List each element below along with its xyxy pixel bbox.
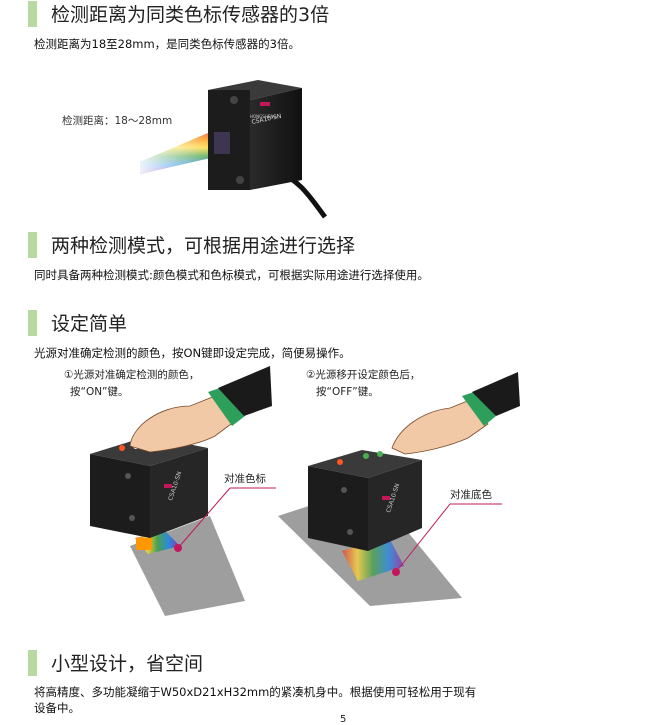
color-mark-orange bbox=[136, 538, 152, 550]
sensor-side bbox=[250, 88, 302, 190]
accent-bar bbox=[28, 231, 37, 258]
indicator-led-icon bbox=[377, 451, 383, 457]
distance-label: 检测距离：18～28mm bbox=[62, 114, 172, 127]
sensor-side bbox=[150, 448, 208, 538]
sensor-distance-figure: 检测距离：18～28mm HONGSHENG CSA10-SN bbox=[40, 62, 400, 222]
screw-icon bbox=[125, 473, 131, 479]
sleeve bbox=[218, 366, 272, 416]
indicator-led-icon bbox=[337, 459, 343, 465]
brand-text: HONGSHENG bbox=[250, 114, 276, 119]
screw-icon bbox=[341, 487, 347, 493]
accent-bar bbox=[28, 309, 37, 336]
section-desc: 检测距离为18至28mm，是同类色标传感器的3倍。 bbox=[34, 37, 300, 51]
section-title-compact-design: 小型设计，省空间 bbox=[28, 649, 203, 676]
step1-caption-line2: 按“ON”键。 bbox=[70, 385, 129, 398]
sensor-side bbox=[368, 460, 422, 551]
indicator-led-icon bbox=[119, 445, 125, 451]
screw-icon bbox=[230, 96, 238, 104]
pointer-dot-icon bbox=[392, 568, 400, 576]
section-desc-line1: 将高精度、多功能凝缩于W50xD21xH32mm的紧凑机身中。根据使用可轻松用于… bbox=[34, 685, 477, 699]
label-align-mark: 对准色标 bbox=[224, 472, 266, 485]
page-number: 5 bbox=[340, 714, 347, 725]
section-heading: 小型设计，省空间 bbox=[51, 653, 204, 675]
setup-steps-figure: ①光源对准确定检测的颜色， 按“ON”键。 ②光源移开设定颜色后， 按“OFF”… bbox=[40, 366, 600, 616]
pointer-line bbox=[395, 503, 451, 573]
section-heading: 两种检测模式，可根据用途进行选择 bbox=[51, 235, 356, 257]
sensor-top bbox=[308, 450, 422, 478]
accent-bar bbox=[28, 0, 37, 27]
step1-caption-line1: ①光源对准确定检测的颜色， bbox=[64, 368, 199, 381]
pointer-line bbox=[177, 487, 231, 549]
brand-logo-icon bbox=[164, 484, 172, 488]
step2-caption-line2: 按“OFF”键。 bbox=[316, 385, 379, 398]
section-heading: 设定简单 bbox=[51, 313, 128, 335]
pointer-dot-icon bbox=[174, 544, 182, 552]
section-desc: 光源对准确定检测的颜色，按ON键即设定完成，简便易操作。 bbox=[34, 346, 351, 360]
indicator-led-icon bbox=[363, 453, 369, 459]
screw-icon bbox=[129, 515, 135, 521]
accent-bar bbox=[28, 649, 37, 676]
section-title-easy-setup: 设定简单 bbox=[28, 309, 127, 336]
sensor-front bbox=[308, 466, 368, 551]
brand-logo-icon bbox=[260, 102, 270, 106]
section-desc-line2: 设备中。 bbox=[34, 701, 80, 715]
section-title-detect-modes: 两种检测模式，可根据用途进行选择 bbox=[28, 231, 355, 258]
screw-icon bbox=[236, 176, 244, 184]
section-heading: 检测距离为同类色标传感器的3倍 bbox=[51, 4, 330, 26]
light-beam-fade bbox=[140, 130, 215, 174]
step2-scene: CSA10-SN 对准底色 bbox=[278, 372, 520, 606]
sleeve-cuff bbox=[208, 388, 245, 426]
hand-icon bbox=[391, 399, 489, 455]
sensor-lens bbox=[214, 132, 230, 154]
brand-logo-icon bbox=[382, 496, 390, 500]
section-desc: 同时具备两种检测模式:颜色模式和色标模式，可根据实际用途进行选择使用。 bbox=[34, 268, 429, 282]
section-title-detect-distance: 检测距离为同类色标传感器的3倍 bbox=[28, 0, 329, 27]
step1-scene: CSA10-SN 对准色标 bbox=[90, 366, 276, 616]
sleeve-cuff bbox=[462, 392, 496, 426]
step2-caption-line1: ②光源移开设定颜色后， bbox=[306, 368, 420, 381]
label-align-background: 对准底色 bbox=[450, 488, 492, 501]
sleeve bbox=[472, 372, 520, 416]
sensor-front bbox=[90, 454, 150, 538]
screw-icon bbox=[347, 529, 353, 535]
